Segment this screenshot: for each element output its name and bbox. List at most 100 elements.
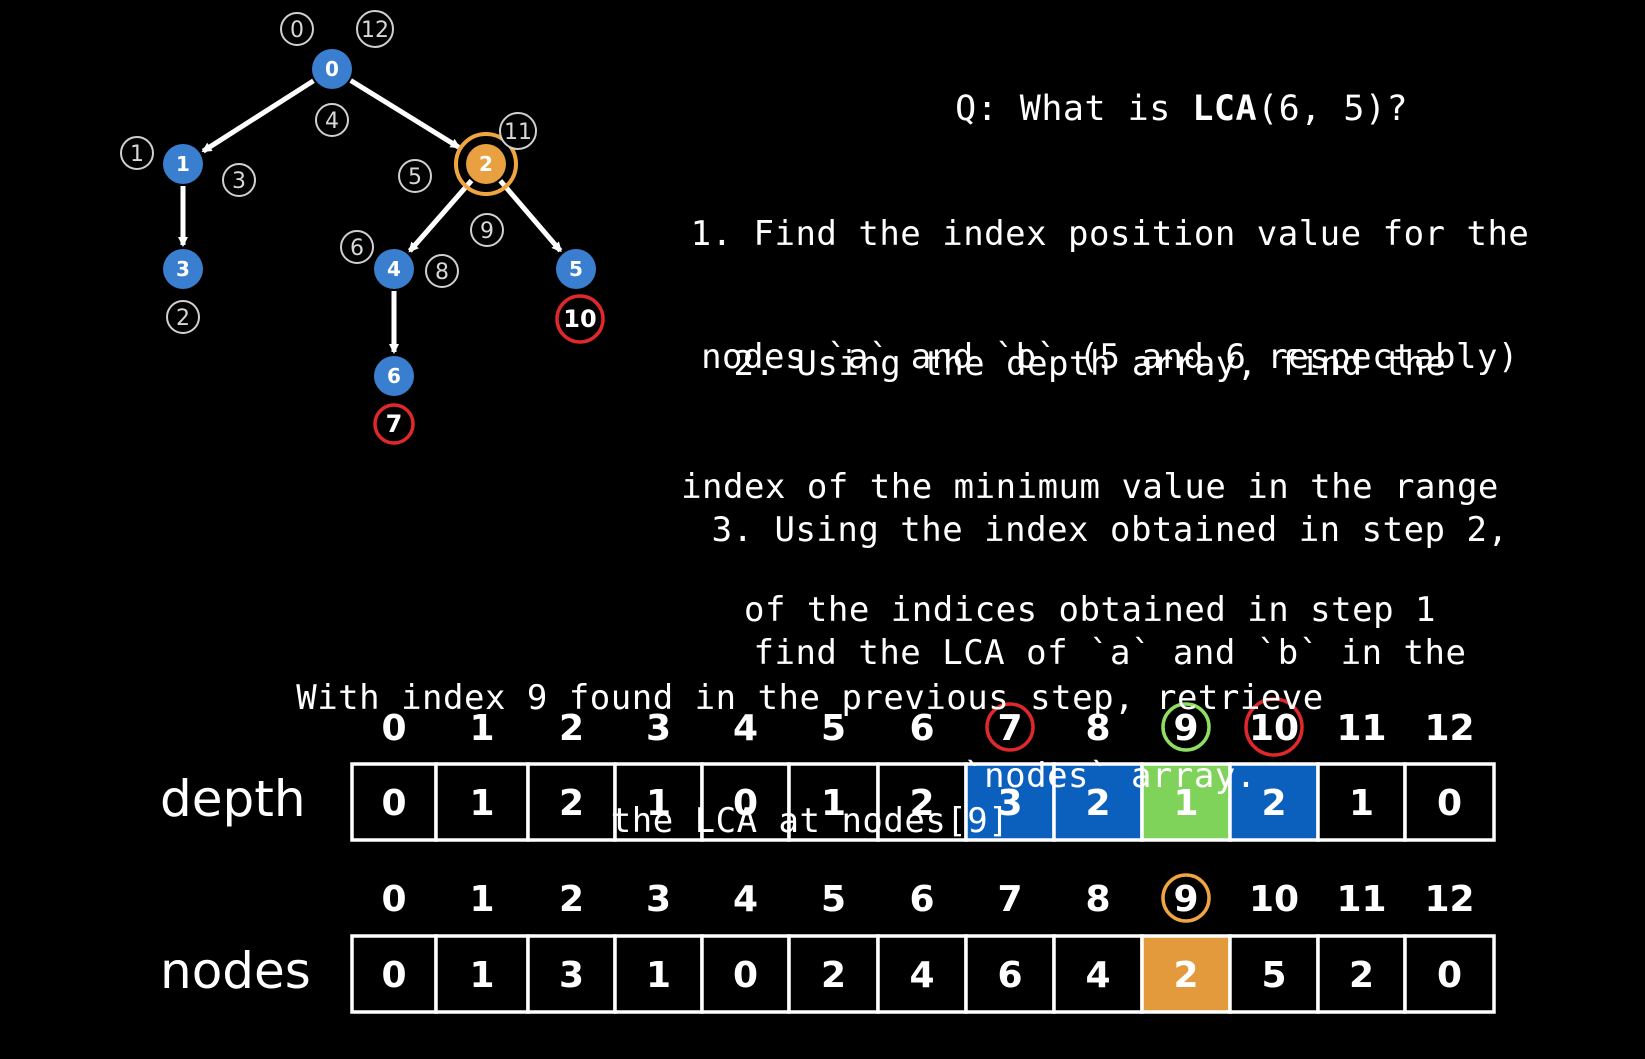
svg-text:3: 3: [646, 879, 671, 920]
svg-text:6: 6: [909, 879, 934, 920]
tour-index-label-7: 7: [373, 403, 415, 445]
depth-index-8: 8: [1085, 708, 1110, 749]
svg-text:0: 0: [381, 879, 406, 920]
svg-text:11: 11: [1336, 708, 1386, 749]
step-1-line-2: nodes `a` and `b` (5 and 6 respectably): [701, 337, 1519, 377]
depth-index-11: 11: [1336, 708, 1386, 749]
svg-text:0: 0: [290, 18, 304, 43]
svg-text:1: 1: [469, 708, 494, 749]
tree-edge-2-4: [407, 178, 474, 253]
step-1-text: 1. Find the index position value for the…: [660, 132, 1560, 419]
svg-text:9: 9: [1173, 708, 1198, 749]
depth-cell-value: 2: [1261, 783, 1286, 824]
depth-index-0: 0: [381, 708, 406, 749]
svg-text:2: 2: [559, 879, 584, 920]
tree-node-0: 0: [312, 49, 352, 89]
instruction-text: With index 9 found in the previous step,…: [260, 596, 1360, 883]
nodes-cell-10: 5: [1228, 934, 1320, 1014]
tree-node-4: 4: [374, 249, 414, 289]
svg-text:6: 6: [909, 708, 934, 749]
depth-index-5: 5: [821, 708, 846, 749]
tree-node-label: 0: [325, 57, 339, 81]
depth-cell-12: 0: [1403, 762, 1496, 842]
nodes-array-label: nodes: [160, 942, 311, 1000]
svg-text:7: 7: [386, 410, 403, 438]
nodes-cell-value: 0: [381, 955, 406, 996]
tree-node-label: 4: [387, 257, 401, 281]
tree-node-label: 1: [176, 152, 190, 176]
nodes-cell-value: 0: [733, 955, 758, 996]
svg-text:5: 5: [821, 879, 846, 920]
tree-node-2: 2: [454, 132, 518, 196]
nodes-cell-7: 6: [964, 934, 1056, 1014]
depth-index-10: 10: [1244, 697, 1304, 757]
tree-node-3: 3: [163, 249, 203, 289]
step-3-line-1: 3. Using the index obtained in step 2,: [711, 510, 1509, 550]
svg-text:0: 0: [381, 708, 406, 749]
instruction-line-2: the LCA at nodes[9]: [610, 801, 1010, 841]
question-text: Q: What is LCA(6, 5)?: [880, 48, 1440, 130]
tree-node-label: 3: [176, 257, 190, 281]
tour-index-label-11: 11: [499, 112, 537, 150]
depth-cell-11: 1: [1316, 762, 1407, 842]
svg-text:5: 5: [408, 165, 422, 190]
depth-index-6: 6: [909, 708, 934, 749]
depth-cell-value: 0: [381, 783, 406, 824]
tree-node-label: 2: [479, 152, 493, 176]
depth-cell-value: 2: [559, 783, 584, 824]
question-args: (6, 5)?: [1257, 89, 1409, 129]
nodes-cell-value: 5: [1261, 955, 1286, 996]
svg-text:8: 8: [1085, 708, 1110, 749]
nodes-cell-5: 2: [787, 934, 880, 1014]
tree-edge-0-2: [349, 78, 461, 150]
nodes-cell-9: 2: [1140, 934, 1232, 1014]
nodes-cell-value: 2: [1173, 955, 1198, 996]
nodes-index-9: 9: [1161, 873, 1211, 923]
depth-cell-0: 0: [350, 762, 438, 842]
nodes-index-3: 3: [646, 879, 671, 920]
nodes-cell-0: 0: [350, 934, 438, 1014]
svg-text:4: 4: [325, 109, 339, 134]
depth-cell-value: 2: [1085, 783, 1110, 824]
depth-index-3: 3: [646, 708, 671, 749]
nodes-index-2: 2: [559, 879, 584, 920]
svg-text:9: 9: [480, 219, 494, 244]
depth-cell-9: 1: [1140, 762, 1232, 842]
tree-node-5: 5: [556, 249, 596, 289]
step-2-text: 2. Using the depth array, find the index…: [660, 262, 1520, 672]
depth-index-9: 9: [1161, 702, 1211, 752]
svg-text:8: 8: [1085, 879, 1110, 920]
depth-cell-3: 1: [613, 762, 704, 842]
step-3-text: 3. Using the index obtained in step 2, f…: [660, 428, 1560, 838]
nodes-index-6: 6: [909, 879, 934, 920]
depth-cell-value: 0: [733, 783, 758, 824]
nodes-cell-4: 0: [700, 934, 791, 1014]
svg-text:10: 10: [1249, 708, 1299, 749]
svg-text:7: 7: [997, 708, 1022, 749]
svg-text:6: 6: [350, 236, 364, 261]
nodes-index-11: 11: [1336, 879, 1386, 920]
depth-cell-6: 2: [876, 762, 968, 842]
nodes-cell-value: 1: [646, 955, 671, 996]
step-2-line-3: of the indices obtained in step 1: [743, 590, 1436, 630]
nodes-index-8: 8: [1085, 879, 1110, 920]
depth-cell-value: 1: [646, 783, 671, 824]
nodes-cell-value: 6: [997, 955, 1022, 996]
tree-edge-2-5: [498, 179, 563, 253]
svg-text:4: 4: [733, 708, 758, 749]
depth-cell-7: 3: [964, 762, 1056, 842]
nodes-index-0: 0: [381, 879, 406, 920]
tour-index-label-8: 8: [425, 254, 459, 288]
nodes-cell-8: 4: [1052, 934, 1144, 1014]
depth-cell-1: 1: [434, 762, 530, 842]
step-2-line-1: 2. Using the depth array, find the: [733, 344, 1447, 384]
nodes-cell-value: 1: [469, 955, 494, 996]
nodes-index-10: 10: [1249, 879, 1299, 920]
question-prefix: Q: What is: [955, 89, 1193, 129]
depth-index-7: 7: [985, 702, 1035, 752]
svg-text:12: 12: [1424, 708, 1474, 749]
depth-cell-value: 2: [909, 783, 934, 824]
svg-text:12: 12: [1424, 879, 1474, 920]
